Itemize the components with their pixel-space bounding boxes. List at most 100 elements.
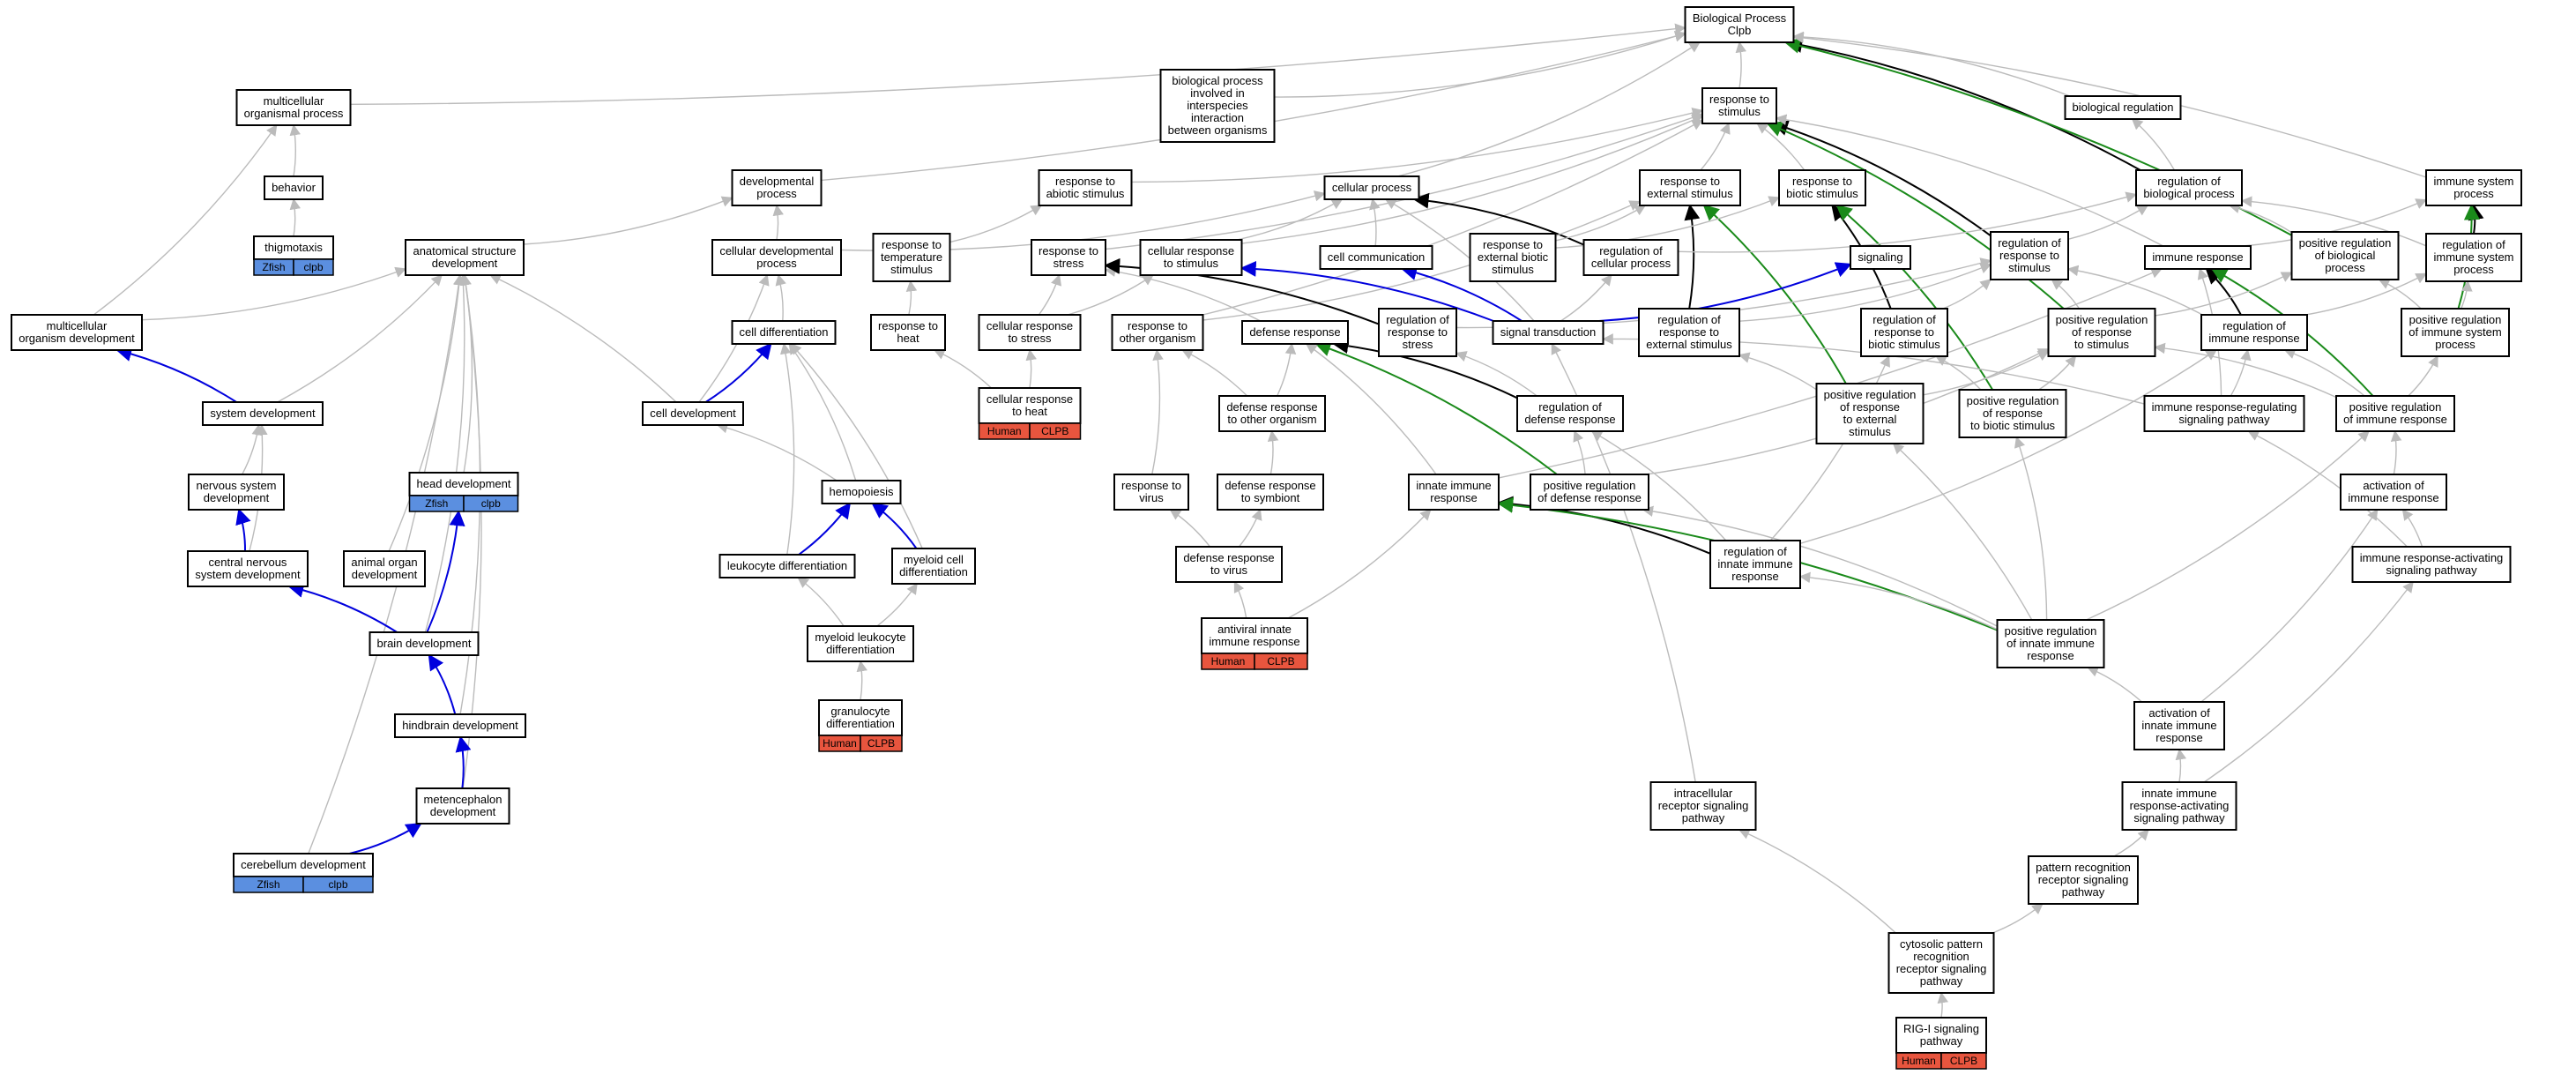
go-term-node-brd[interactable]: brain development xyxy=(369,631,480,656)
edge-dr-to-rtstr xyxy=(1104,265,1262,322)
edge-mld-to-leud xyxy=(797,577,845,627)
node-label-line: response to xyxy=(1055,175,1115,188)
edge-rts-to-bp xyxy=(1735,41,1747,89)
edge-cprrsp-to-irsp xyxy=(1738,828,1896,934)
edge-risp-to-isp xyxy=(2468,204,2484,235)
go-term-node-iraspw2[interactable]: innate immuneresponse-activatingsignalin… xyxy=(2121,781,2237,831)
node-label-line: cerebellum development xyxy=(241,858,366,871)
go-term-node-ccom[interactable]: cell communication xyxy=(1319,245,1433,270)
node-box xyxy=(1701,87,1777,124)
edge-priir-to-prdr xyxy=(1642,505,1998,627)
go-term-node-hemo[interactable]: hemopoiesis xyxy=(821,480,902,504)
species-tag-label: Human xyxy=(1902,1055,1936,1067)
node-label-line: interaction xyxy=(1191,111,1244,124)
go-term-node-breg[interactable]: biological regulation xyxy=(2064,95,2182,120)
edge-prir-to-prrs xyxy=(2154,342,2337,399)
node-label-line: response to xyxy=(1999,249,2059,262)
edge-rtts-to-ras xyxy=(949,205,1043,243)
edge-aod-to-asd xyxy=(388,273,465,552)
go-term-node-celld[interactable]: cell development xyxy=(642,401,744,426)
go-term-node-dr[interactable]: defense response xyxy=(1241,320,1349,345)
go-term-node-hbd[interactable]: hindbrain development xyxy=(394,713,526,738)
go-term-node-ir[interactable]: immune response xyxy=(2144,245,2252,270)
node-label-line: other organism xyxy=(1120,332,1196,345)
go-term-node-st[interactable]: signal transduction xyxy=(1492,320,1604,345)
go-term-node-cp[interactable]: cellular process xyxy=(1323,175,1420,200)
go-term-node-cdiff[interactable]: cell differentiation xyxy=(731,320,837,345)
go-term-node-sig[interactable]: signaling xyxy=(1850,245,1911,270)
node-label-line: brain development xyxy=(377,637,472,650)
edge-prir-to-prisp xyxy=(2408,354,2438,397)
go-term-node-leud[interactable]: leukocyte differentiation xyxy=(718,554,856,578)
go-term-node-sysd[interactable]: system development xyxy=(202,401,324,426)
edge-brd-to-headd xyxy=(426,510,465,633)
node-label-line: nervous system xyxy=(196,479,276,492)
node-label-line: intracellular xyxy=(1674,787,1733,800)
go-term-node-beh[interactable]: behavior xyxy=(264,175,324,200)
